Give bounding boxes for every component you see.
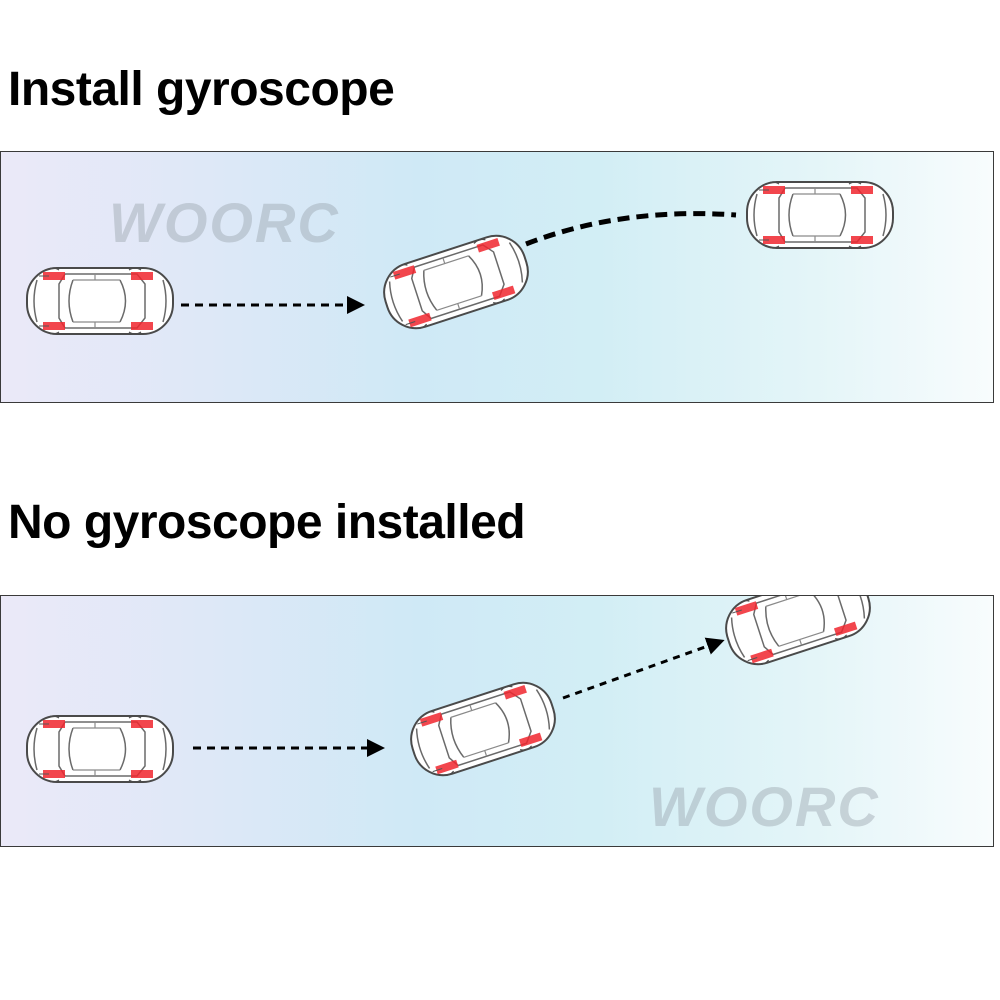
- car-start-icon: [26, 267, 174, 335]
- panel-without-gyroscope: WOORC: [0, 595, 994, 847]
- drift-path-arrow: [562, 637, 725, 700]
- diagram-with-gyroscope: [26, 181, 894, 337]
- panel-with-gyroscope: WOORC: [0, 151, 994, 403]
- corrected-path-arrow: [525, 211, 737, 247]
- car-start-icon: [26, 715, 174, 783]
- heading-install-gyroscope: Install gyroscope: [8, 63, 395, 116]
- car-drift-icon: [717, 596, 879, 673]
- watermark-logo: WOORC: [649, 775, 880, 838]
- heading-no-gyroscope: No gyroscope installed: [8, 496, 526, 549]
- diagram-without-gyroscope: [26, 596, 879, 784]
- car-corrected-icon: [746, 181, 894, 249]
- car-slide-icon: [375, 227, 537, 337]
- car-slide-icon: [402, 674, 564, 784]
- watermark-logo: WOORC: [109, 191, 340, 254]
